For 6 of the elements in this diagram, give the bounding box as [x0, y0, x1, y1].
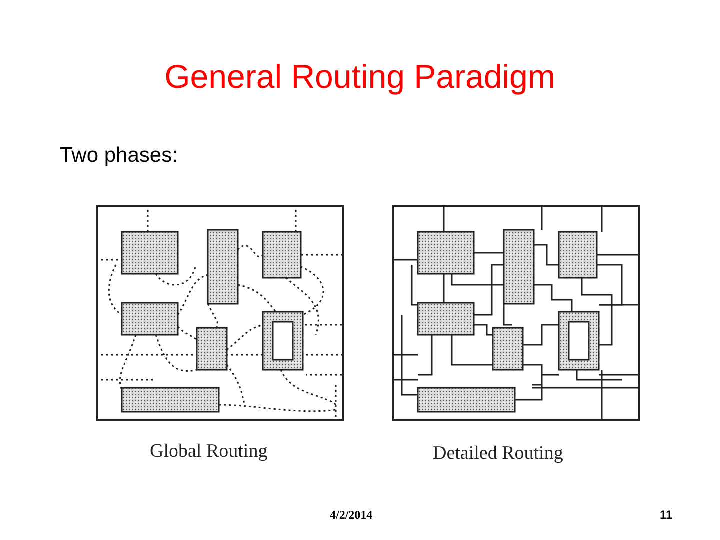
date-text: 4/2/2014 — [330, 507, 373, 524]
drawing-caption: Global Routing — [150, 440, 268, 464]
slide-title: General Routing Paradigm — [164, 58, 556, 95]
subtitle-text: Two phases: — [60, 143, 178, 169]
page-number: 11 — [660, 507, 673, 524]
drawing-caption: Detailed Routing — [433, 442, 564, 466]
